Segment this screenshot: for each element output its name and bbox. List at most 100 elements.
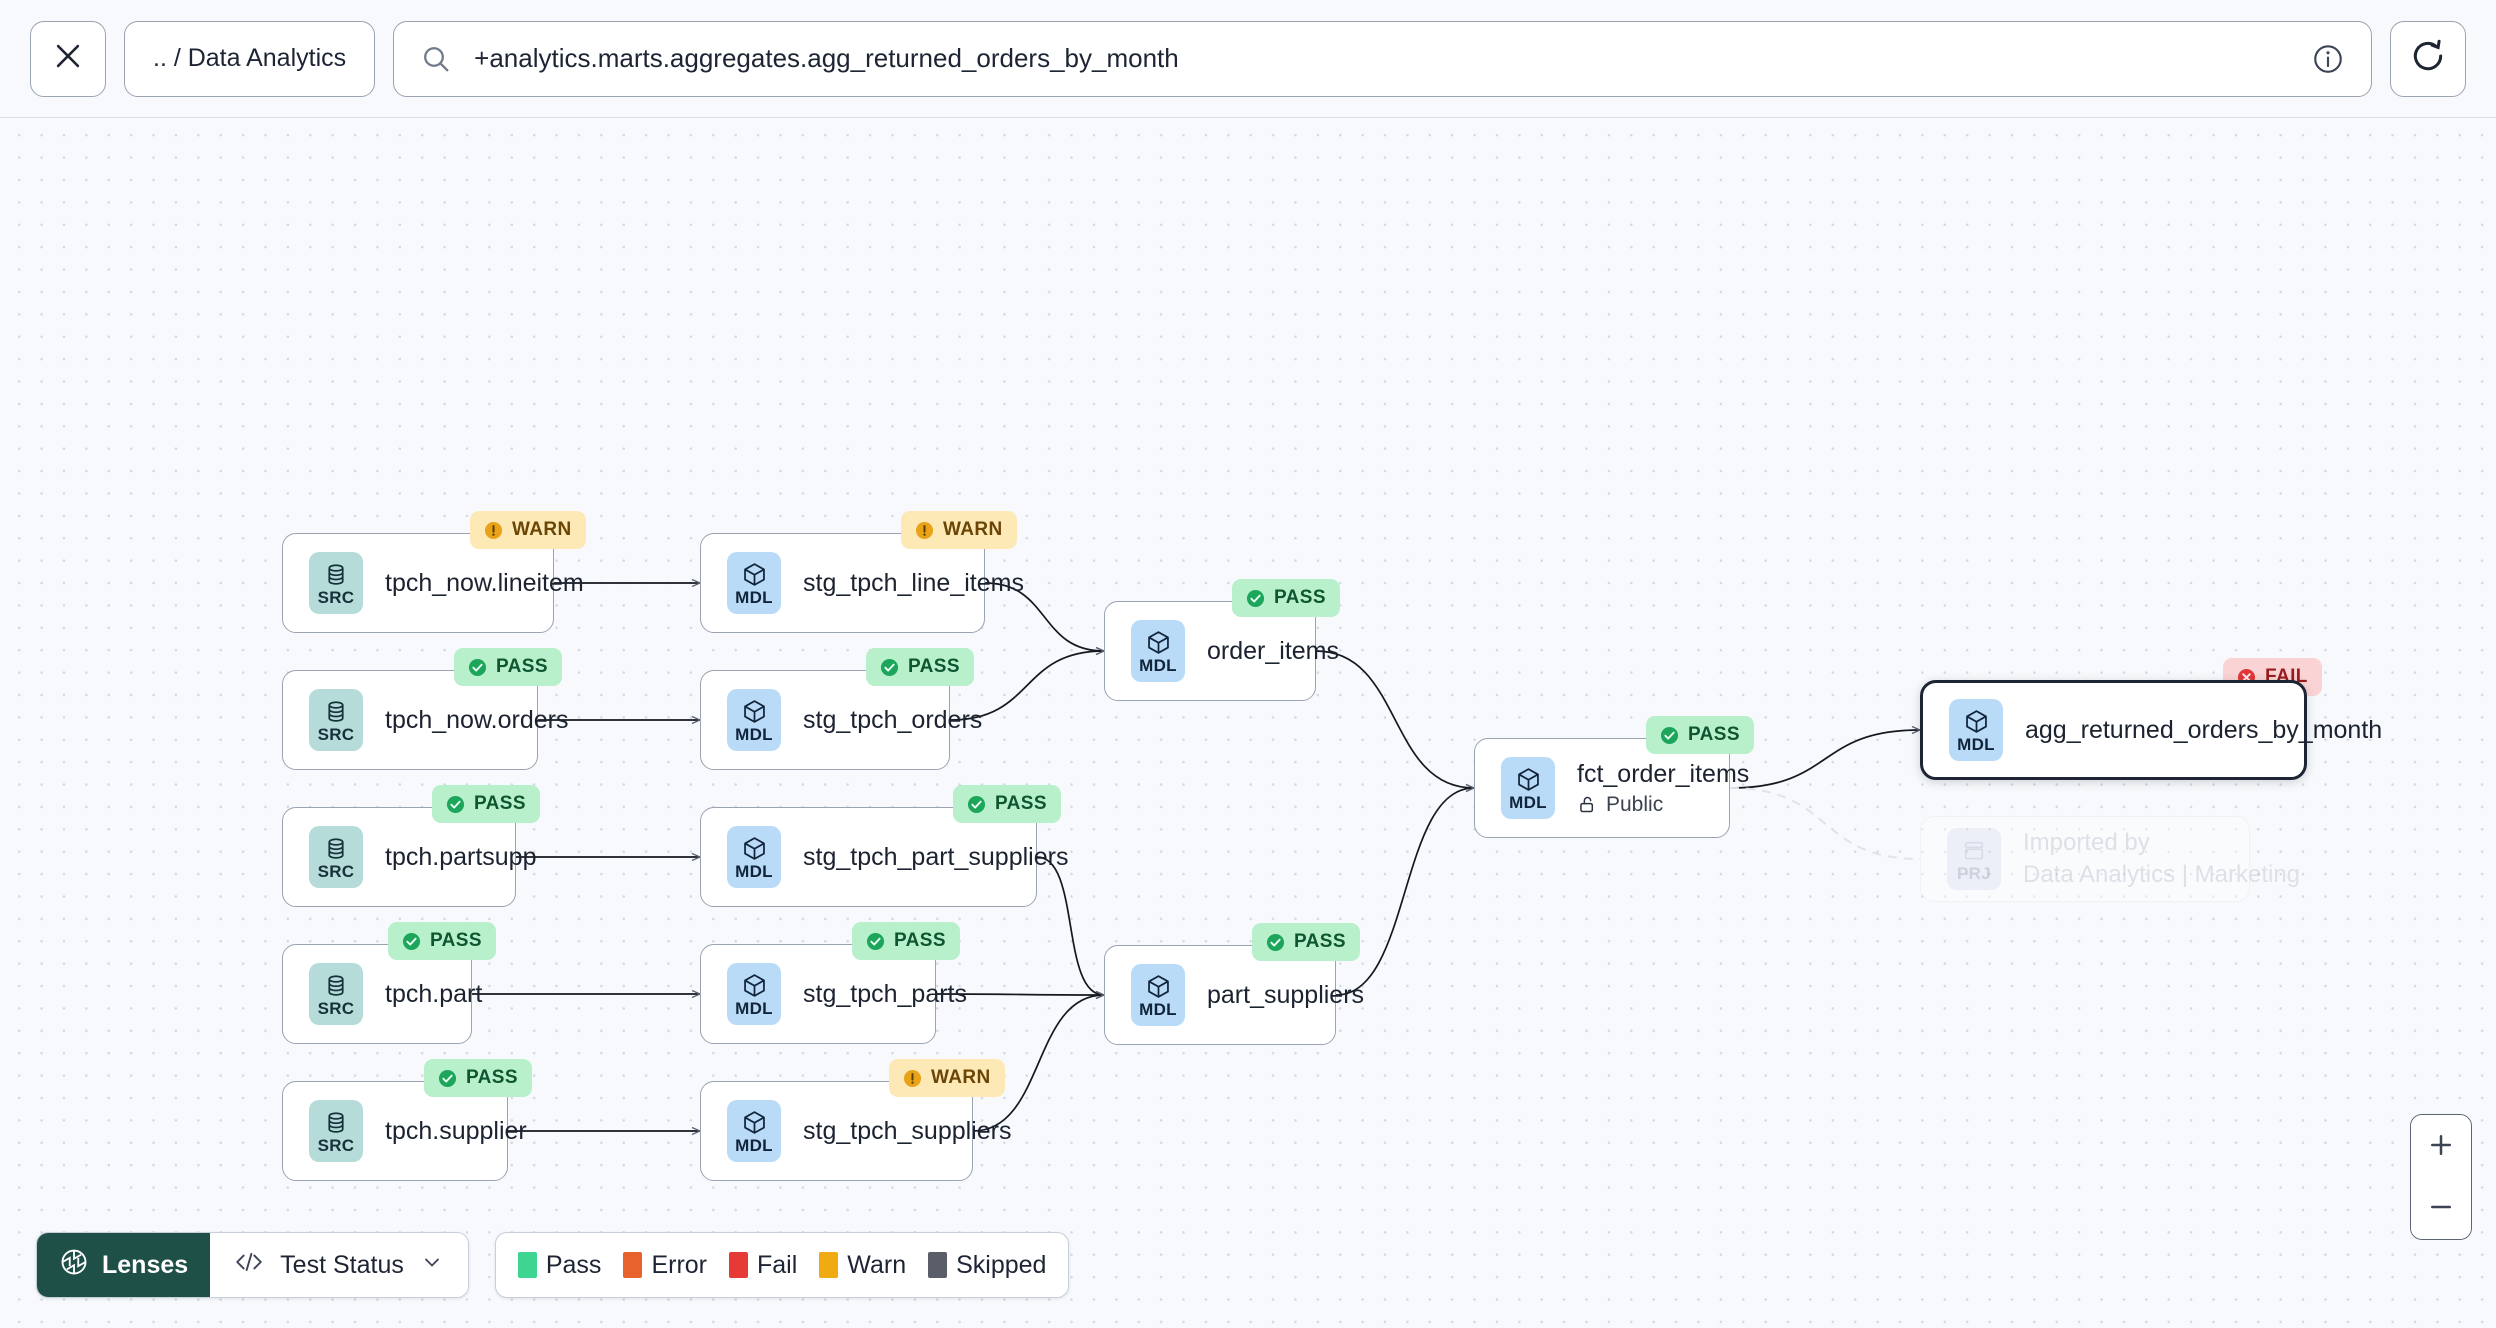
status-badge-warn[interactable]: WARN xyxy=(470,511,586,549)
pass-status-icon xyxy=(1660,726,1679,745)
node-type-label: MDL xyxy=(1509,793,1547,812)
lenses-button[interactable]: Lenses xyxy=(37,1233,211,1297)
pass-status-icon xyxy=(468,658,487,677)
legend-item-skipped[interactable]: Skipped xyxy=(928,1251,1046,1280)
pass-status-icon xyxy=(880,658,899,677)
src-type-icon: SRC xyxy=(309,963,363,1025)
status-badge-pass[interactable]: PASS xyxy=(852,922,960,960)
mdl-type-icon: MDL xyxy=(1131,964,1185,1026)
refresh-button[interactable] xyxy=(2390,20,2466,97)
node-type-label: MDL xyxy=(1139,656,1177,675)
warn-status-icon xyxy=(915,521,934,540)
legend-swatch xyxy=(517,1252,537,1278)
graph-node-src_supplier[interactable]: SRC tpch.supplier xyxy=(282,1081,527,1181)
pass-status-icon xyxy=(1266,933,1285,952)
node-title: agg_returned_orders_by_month xyxy=(2025,715,2383,744)
status-badge-pass[interactable]: PASS xyxy=(1646,716,1754,754)
node-subtitle-text: Data Analytics | Marketing xyxy=(2023,861,2301,888)
search-value: +analytics.marts.aggregates.agg_returned… xyxy=(474,43,1179,73)
status-badge-label: WARN xyxy=(943,519,1003,540)
status-legend: Pass Error Fail Warn Skipped xyxy=(494,1232,1070,1298)
status-badge-pass[interactable]: PASS xyxy=(1232,579,1340,617)
lenses-group: Lenses Test Status xyxy=(36,1232,469,1298)
node-title: stg_tpch_part_suppliers xyxy=(803,842,1069,871)
lineage-edge xyxy=(984,582,1104,651)
status-badge-pass[interactable]: PASS xyxy=(388,922,496,960)
status-badge-label: PASS xyxy=(1294,931,1346,952)
node-title: tpch.supplier xyxy=(385,1116,527,1145)
pass-status-icon xyxy=(866,932,885,951)
legend-item-fail[interactable]: Fail xyxy=(729,1251,797,1280)
lineage-edge xyxy=(1729,730,1920,789)
legend-item-pass[interactable]: Pass xyxy=(517,1251,601,1280)
node-type-label: PRJ xyxy=(1957,864,1991,883)
node-type-label: SRC xyxy=(317,1136,355,1155)
search-icon xyxy=(420,43,452,75)
node-title: order_items xyxy=(1207,636,1339,665)
status-badge-pass[interactable]: PASS xyxy=(432,785,540,823)
status-badge-pass[interactable]: PASS xyxy=(454,648,562,686)
database-icon xyxy=(323,560,349,588)
lineage-edge xyxy=(1335,788,1474,996)
node-type-label: MDL xyxy=(735,999,773,1018)
legend-swatch xyxy=(623,1252,643,1278)
src-type-icon: SRC xyxy=(309,552,363,614)
status-badge-label: WARN xyxy=(512,519,572,540)
cube-icon xyxy=(1963,707,1990,735)
info-icon[interactable] xyxy=(2311,42,2345,76)
search-input[interactable]: +analytics.marts.aggregates.agg_returned… xyxy=(393,20,2372,97)
status-badge-label: PASS xyxy=(466,1067,518,1088)
breadcrumb[interactable]: .. / Data Analytics xyxy=(124,20,376,97)
mdl-type-icon: MDL xyxy=(727,963,781,1025)
legend-label: Skipped xyxy=(956,1250,1047,1279)
legend-item-error[interactable]: Error xyxy=(623,1251,707,1280)
aperture-icon xyxy=(59,1247,89,1284)
legend-item-warn[interactable]: Warn xyxy=(819,1251,906,1280)
status-badge-label: PASS xyxy=(474,793,526,814)
lineage-edge xyxy=(935,994,1104,995)
cube-icon xyxy=(741,971,768,999)
src-type-icon: SRC xyxy=(309,826,363,888)
lineage-edge xyxy=(972,995,1104,1132)
graph-node-part_suppliers[interactable]: MDL part_suppliers xyxy=(1104,945,1365,1045)
status-badge-pass[interactable]: PASS xyxy=(1252,923,1360,961)
lineage-edge xyxy=(1315,650,1474,788)
node-type-label: MDL xyxy=(1957,735,1995,754)
cube-icon xyxy=(1145,972,1172,1000)
cube-icon xyxy=(741,1108,768,1136)
test-status-label: Test Status xyxy=(280,1250,404,1279)
lock-open-icon xyxy=(1577,794,1598,815)
cube-icon xyxy=(1515,765,1542,793)
database-icon xyxy=(323,834,349,862)
status-badge-pass[interactable]: PASS xyxy=(866,648,974,686)
mdl-type-icon: MDL xyxy=(727,689,781,751)
database-icon xyxy=(323,1108,349,1136)
graph-node-order_items[interactable]: MDL order_items xyxy=(1104,601,1339,701)
zoom-out-button[interactable] xyxy=(2411,1177,2471,1239)
graph-node-agg_returned[interactable]: MDL agg_returned_orders_by_month xyxy=(1920,680,2383,780)
test-status-dropdown[interactable]: Test Status xyxy=(210,1233,468,1297)
status-badge-pass[interactable]: PASS xyxy=(424,1059,532,1097)
status-badge-warn[interactable]: WARN xyxy=(889,1059,1005,1097)
close-button[interactable] xyxy=(30,20,106,97)
pass-status-icon xyxy=(438,1069,457,1088)
breadcrumb-label: .. / Data Analytics xyxy=(153,44,347,72)
status-badge-pass[interactable]: PASS xyxy=(953,785,1061,823)
status-badge-warn[interactable]: WARN xyxy=(901,511,1017,549)
legend-swatch xyxy=(729,1252,748,1278)
lineage-edge xyxy=(1036,856,1104,995)
node-title: part_suppliers xyxy=(1207,980,1365,1009)
status-badge-label: PASS xyxy=(430,930,482,951)
zoom-in-button[interactable] xyxy=(2411,1115,2471,1177)
